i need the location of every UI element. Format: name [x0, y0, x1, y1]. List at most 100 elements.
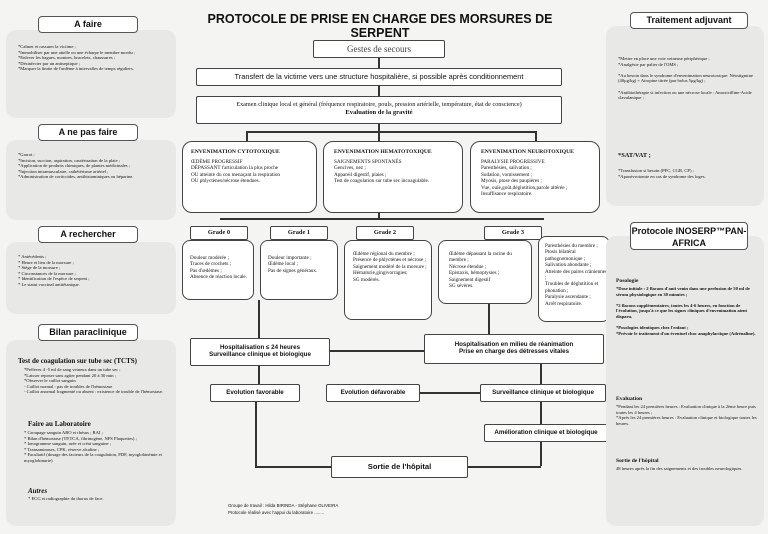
transfert-label: Transfert de la victime vers une structu… — [234, 72, 524, 81]
arrow-fav-to-sortie — [255, 466, 331, 468]
rechercher-panel — [6, 242, 176, 314]
connector-env-down — [378, 213, 380, 219]
sortie-text: 48 heures après la fin des saignements e… — [616, 466, 743, 471]
grade3b-text: Paresthésies du membre ; Ptosis bilatéra… — [545, 243, 608, 307]
arrow-amelio-down — [540, 442, 542, 466]
anepas-panel — [6, 140, 176, 220]
hospR-box: Hospitalisation en milieu de réanimation… — [424, 334, 604, 364]
arrow-defav-to-surv — [420, 392, 480, 394]
connector-hemato-down — [378, 131, 380, 141]
hospR-line1: Hospitalisation en milieu de réanimation — [454, 341, 574, 348]
grade1-box: Douleur importante ; Œdème local ; Pas d… — [260, 240, 338, 300]
arrow-grade23-down — [488, 304, 490, 334]
afaire-panel — [6, 30, 176, 118]
connector-neuro-down — [535, 131, 537, 141]
arrow-hospR-down — [540, 364, 542, 384]
posologie-title: Posologie — [616, 278, 639, 284]
arrow-hosp24-to-hospR — [330, 350, 424, 352]
labo-text: * Groupage sanguin ABO et rhésus ; RAI ;… — [24, 430, 162, 463]
posologie-text: *Dose initiale : 2 flacons d'anti venin … — [616, 286, 756, 336]
evo-fav-box: Evolution favorable — [210, 384, 300, 402]
evo-defav-box: Evolution défavorable — [326, 384, 420, 402]
sortie-label: Sortie de l'hôpital — [367, 462, 432, 471]
surv-box: Surveillance clinique et biologique — [480, 384, 606, 402]
traitement-panel — [606, 26, 764, 206]
amelio-label: Amélioration clinique et biologique — [494, 429, 598, 436]
grade3-text: Œdème dépassant la racine du membre ; Né… — [449, 251, 512, 290]
grade3-box: Œdème dépassant la racine du membre ; Né… — [438, 240, 532, 304]
hemato-box: ENVENIMATION HEMATOTOXIQUE SAIGNEMENTS S… — [323, 141, 463, 213]
cyto-title: ENVENIMATION CYTOTOXIQUE — [191, 149, 280, 155]
sat-label: *SAT/VAT ; — [618, 152, 651, 159]
transfert-box: Transfert de la victime vers une structu… — [196, 68, 562, 86]
surv-label: Surveillance clinique et biologique — [492, 389, 594, 396]
traitement-text2: *Transfusion si besoin (PFC, CGR, CP) ; … — [618, 168, 706, 179]
anepas-text: *Garrot ; *Incision, succion, aspiration… — [18, 152, 134, 180]
credits-line1: Groupe de travail : Hilda BIRINDA - Stép… — [228, 503, 339, 508]
rechercher-header: A rechercher — [38, 226, 138, 243]
evaluation-label: Evaluation de la gravité — [345, 109, 413, 116]
arrow-hosp24-down — [258, 366, 260, 384]
arrow-grade01-down — [258, 300, 260, 338]
sortie-title: Sortie de l'hôpital — [616, 458, 659, 464]
grade3-header: Grade 3 — [484, 226, 542, 240]
credits-line2: Protocole réalisé avec l'appui du labora… — [228, 510, 325, 515]
hospR-line2: Prise en charge des détresses vitales — [458, 348, 570, 355]
evo-fav-label: Evolution favorable — [226, 389, 284, 396]
tcts-title: Test de coagulation sur tube sec (TCTS) — [18, 357, 138, 365]
connector-examen-down — [378, 124, 380, 132]
traitement-header: Traitement adjuvant — [630, 12, 748, 29]
examen-label: Examen clinique local et général (fréque… — [236, 101, 522, 108]
protocole-header: Protocole INOSERP™PAN-AFRICA — [630, 222, 748, 250]
grade2-label: Grade 2 — [373, 229, 397, 236]
hosp24-line1: Hospitalisation ≤ 24 heures — [219, 344, 301, 351]
examen-box: Examen clinique local et général (fréque… — [196, 96, 562, 124]
arrow-gestes-down — [378, 58, 380, 68]
arrow-surv-down — [540, 402, 542, 424]
neuro-box: ENVENIMATION NEUROTOXIQUE PARALYSIE PROG… — [470, 141, 600, 213]
gestes-label: Gestes de secours — [347, 44, 411, 54]
cyto-box: ENVENIMATION CYTOTOXIQUE ŒDÈME PROGRESSI… — [182, 141, 317, 213]
grade3b-box: Paresthésies du membre ; Ptosis bilatéra… — [538, 236, 610, 322]
connector-grades-h — [220, 218, 544, 220]
afaire-header: A faire — [38, 16, 138, 33]
grade0-text: Douleur modérée ; Traces de crochets ; P… — [190, 255, 248, 281]
grade1-header: Grade 1 — [270, 226, 328, 240]
page-title: PROTOCOLE DE PRISE EN CHARGE DES MORSURE… — [207, 12, 553, 40]
hemato-title: ENVENIMATION HEMATOTOXIQUE — [334, 149, 432, 155]
hosp24-box: Hospitalisation ≤ 24 heures Surveillance… — [190, 338, 330, 366]
neuro-title: ENVENIMATION NEUROTOXIQUE — [481, 149, 574, 155]
sortie-box: Sortie de l'hôpital — [331, 456, 468, 478]
grade0-header: Grade 0 — [190, 226, 248, 240]
afaire-text: *Calmer et rassurer la victime ; *Immobi… — [18, 44, 136, 72]
hemato-text: SAIGNEMENTS SPONTANÉS Gencives, nez ; Ap… — [334, 159, 430, 185]
traitement-text1: *Mettre en place une voie veineuse périp… — [618, 56, 753, 101]
amelio-box: Amélioration clinique et biologique — [484, 424, 608, 442]
anepas-header: A ne pas faire — [38, 124, 138, 141]
evaluation-text: *Pendant les 24 premières heures : Evalu… — [616, 404, 757, 426]
grade3-label: Grade 3 — [501, 229, 525, 236]
connector-cyto-down — [246, 131, 248, 141]
neuro-text: PARALYSIE PROGRESSIVE Paresthésies, sali… — [481, 159, 568, 198]
connector-h-top — [246, 131, 536, 133]
evaluation-title: Evaluation — [616, 396, 643, 402]
grade2-box: Œdème régional du membre ; Présence de p… — [344, 240, 432, 320]
gestes-box: Gestes de secours — [313, 40, 445, 58]
bilan-header: Bilan paraclinique — [38, 324, 138, 341]
hosp24-line2: Surveillance clinique et biologique — [209, 351, 311, 358]
autres-title: Autres — [28, 487, 48, 495]
rechercher-text: * Antécédents ; * Heure et lieu de la mo… — [18, 254, 90, 287]
grade1-label: Grade 1 — [287, 229, 311, 236]
labo-title: Faire au Laboratoire — [28, 420, 91, 428]
grade2-header: Grade 2 — [356, 226, 414, 240]
protocole-panel — [606, 236, 764, 526]
cyto-text: ŒDÈME PROGRESSIF DÉPASSANT l'articulatio… — [191, 159, 281, 185]
grade2-text: Œdème régional du membre ; Présence de p… — [353, 251, 427, 283]
bilan-panel — [6, 340, 176, 526]
grade0-box: Douleur modérée ; Traces de crochets ; P… — [182, 240, 254, 300]
arrow-fav-down — [255, 402, 257, 466]
evo-defav-label: Evolution défavorable — [340, 389, 406, 396]
arrow-amelio-to-sortie — [468, 466, 541, 468]
tcts-text: *Prélever 4 -5 ml de sang veineux dans u… — [24, 367, 164, 395]
arrow-transfert-down — [378, 86, 380, 96]
